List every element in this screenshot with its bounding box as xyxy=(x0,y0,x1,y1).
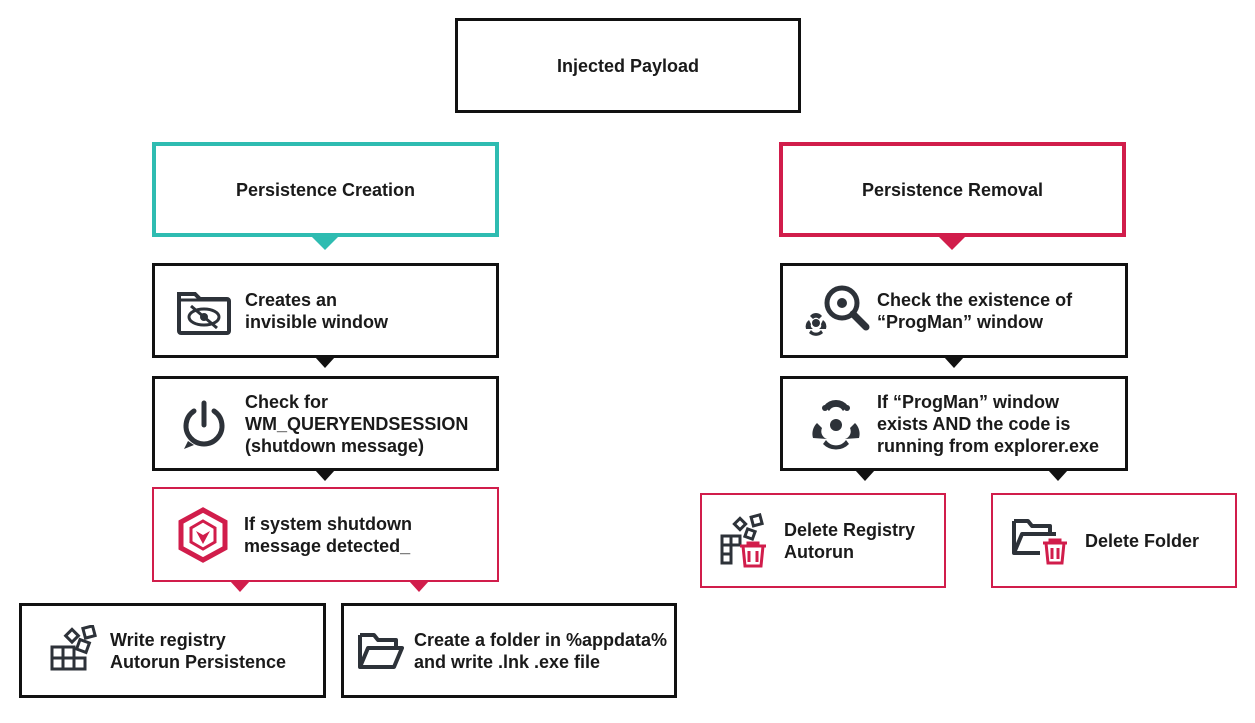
arrow-down-left xyxy=(855,470,875,481)
arrow-down xyxy=(944,357,964,368)
persistence-creation-node: Persistence Creation xyxy=(152,142,499,237)
leaf-label: Delete Folder xyxy=(1085,530,1200,551)
teal-arrow xyxy=(311,236,339,250)
step-label: Check for WM_QUERYENDSESSION (shutdown m… xyxy=(245,391,469,456)
biohazard-magnifier-icon xyxy=(799,283,873,339)
registry-grid-icon xyxy=(46,624,102,677)
arrow-down xyxy=(315,470,335,481)
leaf-write-registry: Write registry Autorun Persistence xyxy=(19,603,326,698)
leaf-label: Delete Registry Autorun xyxy=(784,519,916,562)
step-check-queryendsession: Check for WM_QUERYENDSESSION (shutdown m… xyxy=(152,376,499,471)
arrow-down-right xyxy=(1048,470,1068,481)
open-folder-icon xyxy=(356,629,406,673)
step-progman-exists: If “ProgMan” window exists AND the code … xyxy=(780,376,1128,471)
step-label: If system shutdown message detected_ xyxy=(244,513,413,556)
power-icon xyxy=(175,397,233,451)
root-node: Injected Payload xyxy=(455,18,801,113)
red-arrow xyxy=(938,236,966,250)
hexagon-alert-icon xyxy=(174,506,232,563)
persistence-removal-node: Persistence Removal xyxy=(779,142,1126,237)
leaf-create-folder: Create a folder in %appdata% and write .… xyxy=(341,603,677,698)
step-check-progman: Check the existence of “ProgMan” window xyxy=(780,263,1128,358)
eye-slash-folder-icon xyxy=(175,286,233,336)
leaf-label: Write registry Autorun Persistence xyxy=(110,629,287,672)
biohazard-icon xyxy=(799,394,873,454)
step-label: Creates an invisible window xyxy=(245,289,389,332)
step-shutdown-detected: If system shutdown message detected_ xyxy=(152,487,499,582)
step-label: Check the existence of “ProgMan” window xyxy=(877,289,1073,332)
leaf-delete-folder: Delete Folder xyxy=(991,493,1237,588)
folder-trash-icon xyxy=(1011,515,1071,567)
red-arrow-right xyxy=(409,581,429,592)
red-arrow-left xyxy=(230,581,250,592)
leaf-label: Create a folder in %appdata% and write .… xyxy=(414,629,668,672)
step-label: If “ProgMan” window exists AND the code … xyxy=(877,391,1100,456)
arrow-down xyxy=(315,357,335,368)
leaf-delete-registry: Delete Registry Autorun xyxy=(700,493,946,588)
root-label: Injected Payload xyxy=(556,55,700,76)
registry-trash-icon xyxy=(718,512,774,570)
step-create-invisible-window: Creates an invisible window xyxy=(152,263,499,358)
persistence-removal-title: Persistence Removal xyxy=(861,179,1044,200)
persistence-creation-title: Persistence Creation xyxy=(235,179,416,200)
